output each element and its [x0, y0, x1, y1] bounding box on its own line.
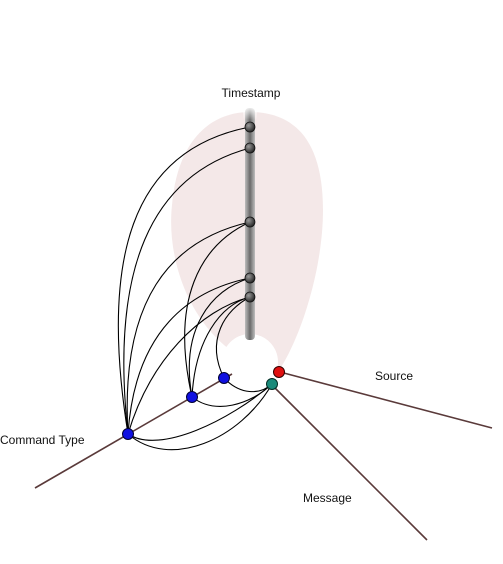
command-type-nodes — [122, 372, 230, 440]
link — [215, 296, 251, 379]
link — [123, 147, 251, 435]
link — [188, 277, 251, 398]
timestamp-axis-label: Timestamp — [222, 86, 281, 100]
link — [127, 277, 251, 435]
link — [184, 221, 251, 398]
command-type-node[interactable] — [218, 372, 230, 384]
timestamp-node[interactable] — [244, 142, 256, 154]
links — [117, 126, 273, 451]
source-axis-label: Source — [375, 369, 413, 383]
timestamp-node[interactable] — [244, 216, 256, 228]
source-node[interactable] — [273, 366, 285, 378]
message-axis-label: Message — [303, 491, 352, 505]
message-node[interactable] — [266, 378, 278, 390]
timestamp-node[interactable] — [244, 121, 256, 133]
timestamp-node[interactable] — [244, 291, 256, 303]
link — [191, 296, 251, 398]
link — [191, 383, 273, 407]
timestamp-nodes — [244, 121, 256, 303]
source-axis — [279, 371, 493, 429]
link — [127, 296, 251, 435]
link — [126, 221, 251, 435]
timestamp-node[interactable] — [244, 272, 256, 284]
command-type-axis — [34, 373, 233, 489]
timestamp-axis-fade-top — [243, 106, 257, 120]
link — [127, 383, 273, 451]
center-hole — [222, 334, 278, 390]
command-type-node[interactable] — [122, 428, 134, 440]
command-type-node[interactable] — [186, 391, 198, 403]
command-type-axis-label: Command Type — [0, 433, 85, 447]
message-axis — [271, 384, 428, 541]
link — [117, 126, 251, 435]
